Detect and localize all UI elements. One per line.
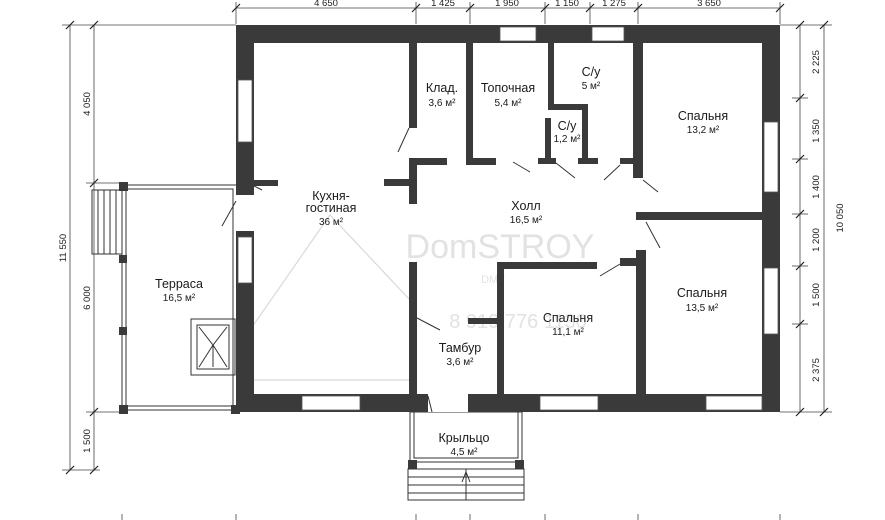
window [237, 236, 253, 284]
dim-left-total: 11 550 [58, 234, 69, 262]
dim-top-5: 1 275 [602, 0, 626, 9]
window [499, 26, 537, 42]
room-wc-area: 1,2 м² [554, 134, 582, 145]
dim-right-2: 1 350 [811, 119, 822, 143]
dim-right-4: 1 200 [811, 228, 822, 252]
dim-top-6: 3 650 [697, 0, 721, 9]
dimension-left: 11 550 4 050 6 000 1 500 [58, 20, 236, 475]
room-hall-area: 16,5 м² [510, 215, 543, 226]
dim-top-1: 4 650 [314, 0, 338, 9]
walls [236, 25, 780, 412]
dim-top-2: 1 425 [431, 0, 455, 9]
dim-right-3: 1 400 [811, 175, 822, 199]
dim-top-4: 1 150 [555, 0, 579, 9]
terrace-stairs [91, 189, 123, 255]
dimension-bottom [121, 514, 781, 520]
watermark-house-icon [249, 214, 411, 381]
dim-left-1: 4 050 [82, 92, 93, 116]
dim-right-total: 10 050 [835, 203, 846, 232]
room-wc-name: С/у [558, 119, 578, 133]
window [591, 26, 625, 42]
window [763, 121, 779, 193]
room-boiler-name: Топочная [481, 81, 535, 95]
room-bedroom3-name: Спальня [543, 311, 593, 325]
room-terrace-name: Терраса [155, 277, 203, 291]
room-porch-area: 4,5 м² [451, 447, 479, 458]
porch-stairs [407, 468, 525, 501]
dim-top-3: 1 950 [495, 0, 519, 9]
room-bedroom2-area: 13,5 м² [686, 303, 719, 314]
room-storage-name: Клад. [426, 81, 458, 95]
room-terrace-area: 16,5 м² [163, 293, 196, 304]
watermark-phone: 8 919 776 1130 [449, 311, 587, 333]
window [763, 267, 779, 335]
room-bedroom1-name: Спальня [678, 109, 728, 123]
window [705, 395, 763, 411]
room-vestibule-name: Тамбур [439, 341, 481, 355]
room-kitchen-area: 36 м² [319, 217, 344, 228]
room-labels: Кухня- гостиная 36 м² Клад. 3,6 м² Топоч… [155, 65, 728, 458]
dim-left-2: 6 000 [82, 286, 93, 310]
door-swings [221, 127, 661, 413]
dim-right-5: 1 500 [811, 283, 822, 307]
room-kitchen-name-line1: Кухня- [312, 189, 350, 203]
room-storage-area: 3,6 м² [429, 98, 457, 109]
room-bathroom-area: 5 м² [582, 81, 601, 92]
dim-left-3: 1 500 [82, 429, 93, 453]
room-bedroom3-area: 11,1 м² [552, 327, 584, 338]
dim-right-6: 2 375 [811, 358, 822, 382]
dimension-top: 4 650 1 425 1 950 1 150 1 275 3 650 [231, 0, 785, 24]
room-bedroom2-name: Спальня [677, 286, 727, 300]
dimension-right: 2 225 1 350 1 400 1 200 1 500 2 375 10 0… [780, 20, 846, 417]
window [237, 79, 253, 143]
grill-icon [190, 318, 236, 376]
watermark-brand: DomSTROY [406, 228, 595, 266]
window [301, 395, 361, 411]
room-boiler-area: 5,4 м² [495, 98, 523, 109]
room-kitchen-name-line2: гостиная [306, 201, 357, 215]
room-bedroom1-area: 13,2 м² [687, 125, 720, 136]
dim-right-1: 2 225 [811, 50, 822, 74]
room-porch-name: Крыльцо [439, 431, 490, 445]
window [539, 395, 599, 411]
watermark: DomSTROY DMT 8 919 776 1130 [249, 214, 595, 381]
room-vestibule-area: 3,6 м² [447, 357, 475, 368]
terrace [91, 182, 240, 414]
room-hall-name: Холл [511, 199, 540, 213]
room-bathroom-name: С/у [582, 65, 602, 79]
